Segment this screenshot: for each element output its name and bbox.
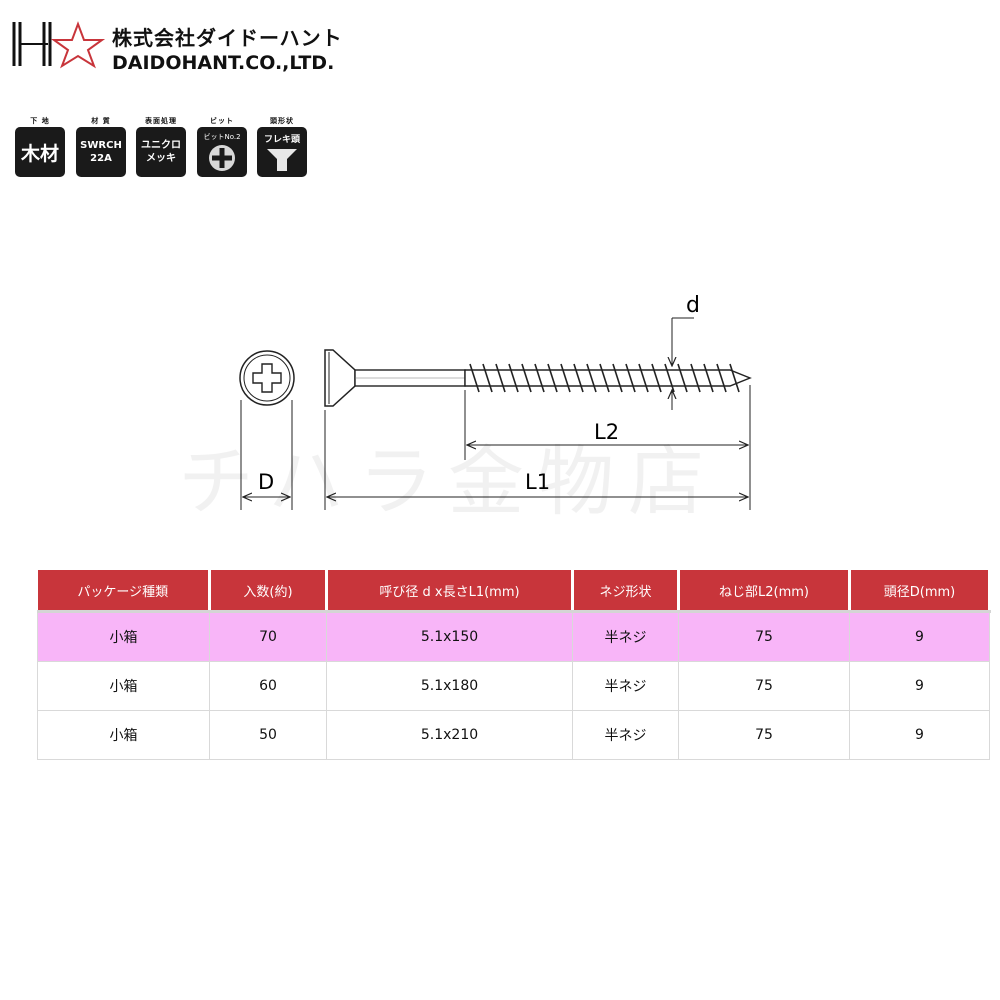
- company-name-en: DAIDOHANT.CO.,LTD.: [112, 52, 335, 74]
- badge-tag: ビットNo.2: [203, 133, 241, 141]
- cell-size: 5.1x210: [326, 710, 573, 760]
- col-header-size: 呼び径 d x長さL1(mm): [326, 570, 574, 613]
- thread-line: [560, 363, 571, 393]
- cell-thread-type: 半ネジ: [572, 710, 679, 760]
- cell-quantity: 70: [209, 611, 327, 662]
- dim-label-d: d: [686, 293, 700, 318]
- thread-line: [495, 363, 506, 393]
- logo-mark-icon: [12, 21, 106, 69]
- table-header-row: パッケージ種類 入数(約) 呼び径 d x長さL1(mm) ネジ形状 ねじ部L2…: [37, 570, 991, 613]
- badge-value: SWRCH: [80, 140, 122, 151]
- badge-box: 木材: [15, 127, 65, 177]
- thread-line: [599, 363, 610, 393]
- cell-size: 5.1x150: [326, 611, 573, 662]
- thread-line: [638, 363, 649, 393]
- cell-package: 小箱: [37, 710, 210, 760]
- cell-head-diameter: 9: [849, 710, 990, 760]
- cell-head-diameter: 9: [849, 611, 990, 662]
- badge-tag: フレキ頭: [263, 134, 300, 145]
- badge-value: ユニクロ: [141, 140, 181, 151]
- thread-line: [508, 363, 519, 393]
- thread-line: [625, 363, 636, 393]
- table-row[interactable]: 小箱 70 5.1x150 半ネジ 75 9: [37, 611, 990, 662]
- cell-thread-length: 75: [678, 611, 850, 662]
- company-name-jp: 株式会社ダイドーハント: [112, 26, 343, 50]
- dim-label-l1: L1: [525, 470, 550, 494]
- badge-label: 材 質: [91, 117, 111, 125]
- thread-line: [690, 363, 701, 393]
- col-header-package: パッケージ種類: [37, 570, 211, 613]
- badge-box: フレキ頭: [257, 127, 307, 177]
- cell-thread-length: 75: [678, 661, 850, 711]
- badge-material: 材 質 SWRCH 22A: [75, 115, 127, 177]
- screw-diagram: d L2 L1 D: [239, 293, 752, 510]
- thread-line: [664, 363, 675, 393]
- thread-line: [703, 363, 714, 393]
- col-header-head-diameter: 頭径D(mm): [849, 570, 991, 613]
- thread-line: [521, 363, 532, 393]
- badge-box: SWRCH 22A: [76, 127, 126, 177]
- cell-thread-type: 半ネジ: [572, 611, 679, 662]
- badge-surface: 表面処理 ユニクロ メッキ: [135, 115, 187, 177]
- thread-line: [573, 363, 584, 393]
- cell-quantity: 50: [209, 710, 327, 760]
- badge-head-shape: 頭形状 フレキ頭: [256, 115, 308, 177]
- col-header-thread-type: ネジ形状: [572, 570, 680, 613]
- thread-line: [482, 363, 493, 393]
- company-logo: 株式会社ダイドーハント DAIDOHANT.CO.,LTD.: [8, 18, 342, 74]
- badge-value: メッキ: [146, 153, 176, 164]
- thread-line: [612, 363, 623, 393]
- thread-line: [729, 363, 740, 393]
- cell-package: 小箱: [37, 611, 210, 662]
- col-header-thread-length: ねじ部L2(mm): [678, 570, 851, 613]
- screw-head-top-view: [239, 350, 295, 406]
- badge-value: 木材: [20, 142, 59, 165]
- thread-line: [716, 363, 727, 393]
- spec-table: パッケージ種類 入数(約) 呼び径 d x長さL1(mm) ネジ形状 ねじ部L2…: [37, 570, 991, 760]
- badge-label: ビット: [210, 117, 234, 125]
- badge-value: 22A: [90, 153, 112, 164]
- badge-bit: ビット ビットNo.2: [196, 115, 248, 177]
- cell-head-diameter: 9: [849, 661, 990, 711]
- table-row[interactable]: 小箱 60 5.1x180 半ネジ 75 9: [37, 661, 990, 711]
- flat-head-icon: [267, 148, 297, 171]
- thread-line: [534, 363, 545, 393]
- thread-line: [586, 363, 597, 393]
- cell-quantity: 60: [209, 661, 327, 711]
- badge-box: ビットNo.2: [197, 127, 247, 177]
- thread-line: [651, 363, 662, 393]
- cell-thread-length: 75: [678, 710, 850, 760]
- table-row[interactable]: 小箱 50 5.1x210 半ネジ 75 9: [37, 710, 990, 760]
- thread-line: [547, 363, 558, 393]
- col-header-quantity: 入数(約): [209, 570, 328, 613]
- thread-line: [677, 363, 688, 393]
- dim-label-D: D: [258, 470, 274, 494]
- badge-box: ユニクロ メッキ: [136, 127, 186, 177]
- watermark-text: チハラ金物店: [178, 437, 718, 526]
- cell-package: 小箱: [37, 661, 210, 711]
- dim-label-l2: L2: [594, 420, 619, 444]
- cell-thread-type: 半ネジ: [572, 661, 679, 711]
- badge-label: 下 地: [30, 117, 50, 125]
- badge-label: 頭形状: [270, 117, 294, 125]
- screw-side-view: [324, 349, 752, 407]
- badge-label: 表面処理: [145, 117, 177, 125]
- cell-size: 5.1x180: [326, 661, 573, 711]
- thread-line: [469, 363, 480, 393]
- phillips-plus-icon: [209, 145, 235, 171]
- badge-substrate: 下 地 木材: [14, 115, 66, 177]
